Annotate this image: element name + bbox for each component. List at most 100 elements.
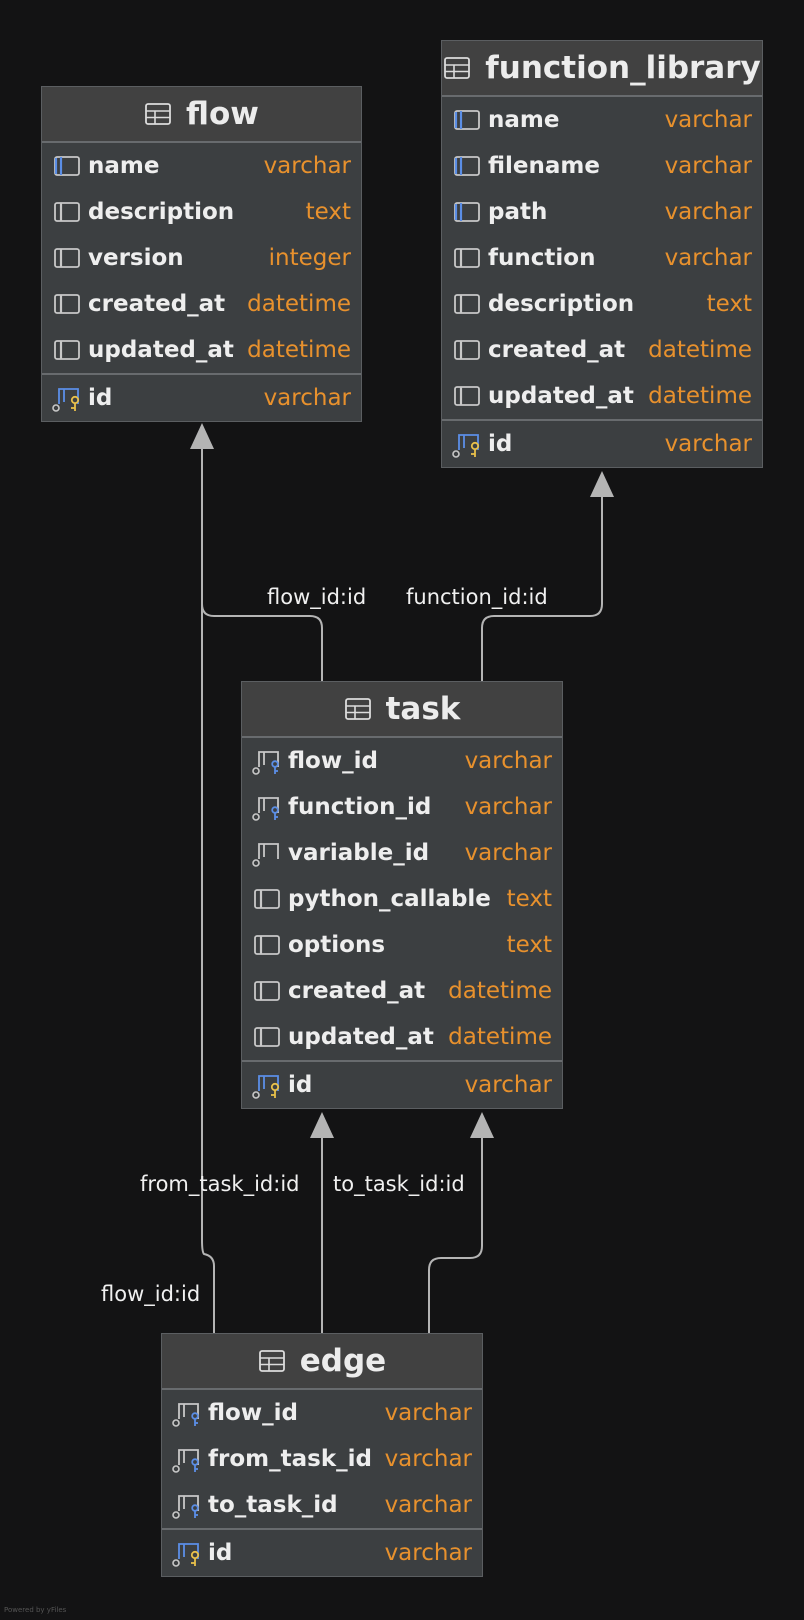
column-type: varchar xyxy=(664,245,752,271)
column-icon-highlight xyxy=(452,106,482,134)
column-icon xyxy=(252,885,282,913)
column-name: id xyxy=(88,385,113,411)
column-type: varchar xyxy=(263,153,351,179)
column-name: options xyxy=(288,932,386,958)
edge-label-edge-to-task: to_task_id:id xyxy=(333,1172,465,1196)
column-name: created_at xyxy=(288,978,426,1004)
column-row[interactable]: options text xyxy=(242,922,562,968)
primary-key-row[interactable]: id varchar xyxy=(442,419,762,467)
relationship-line-task-function[interactable] xyxy=(481,491,603,681)
foreign-key-icon xyxy=(172,1445,202,1473)
column-icon xyxy=(52,244,82,272)
column-type: varchar xyxy=(384,1400,472,1426)
column-icon xyxy=(52,336,82,364)
primary-key-icon xyxy=(252,1071,282,1099)
primary-key-row[interactable]: id varchar xyxy=(42,373,361,421)
table-title: task xyxy=(385,691,461,727)
column-type: varchar xyxy=(664,431,752,457)
column-type: varchar xyxy=(464,1072,552,1098)
column-type: text xyxy=(305,199,351,225)
column-name: filename xyxy=(488,153,600,179)
column-row[interactable]: name varchar xyxy=(42,143,361,189)
column-name: name xyxy=(88,153,160,179)
column-name: function xyxy=(488,245,596,271)
relationship-line-edge-flow[interactable] xyxy=(201,438,215,1333)
column-type: varchar xyxy=(464,794,552,820)
column-type: text xyxy=(506,932,552,958)
table-icon xyxy=(344,696,386,722)
column-icon xyxy=(52,198,82,226)
table-header-function_library[interactable]: function_library xyxy=(442,41,762,97)
column-type: varchar xyxy=(664,153,752,179)
column-name: python_callable xyxy=(288,886,491,912)
column-name: function_id xyxy=(288,794,432,820)
table-icon xyxy=(443,55,485,81)
column-type: varchar xyxy=(464,840,552,866)
primary-key-row[interactable]: id varchar xyxy=(242,1060,562,1108)
primary-key-icon xyxy=(452,430,482,458)
relationship-line-edge-to-task[interactable] xyxy=(428,1133,483,1333)
column-type: varchar xyxy=(384,1492,472,1518)
arrowhead-edge-to-task xyxy=(470,1112,494,1138)
column-type: datetime xyxy=(448,978,552,1004)
column-row[interactable]: flow_id varchar xyxy=(242,738,562,784)
column-name: from_task_id xyxy=(208,1446,372,1472)
column-name: id xyxy=(288,1072,313,1098)
column-name: updated_at xyxy=(288,1024,434,1050)
column-type: varchar xyxy=(464,748,552,774)
column-name: updated_at xyxy=(88,337,234,363)
table-header-flow[interactable]: flow xyxy=(42,87,361,143)
table-title: function_library xyxy=(485,50,761,86)
foreign-key-icon xyxy=(252,793,282,821)
column-name: id xyxy=(488,431,513,457)
column-type: varchar xyxy=(263,385,351,411)
column-icon xyxy=(452,382,482,410)
column-type: text xyxy=(706,291,752,317)
column-icon xyxy=(452,290,482,318)
column-row[interactable]: function varchar xyxy=(442,235,762,281)
column-row[interactable]: function_id varchar xyxy=(242,784,562,830)
column-type: datetime xyxy=(648,337,752,363)
column-type: datetime xyxy=(247,337,351,363)
column-name: flow_id xyxy=(208,1400,298,1426)
column-name: flow_id xyxy=(288,748,378,774)
table-header-edge[interactable]: edge xyxy=(162,1334,482,1390)
column-type: varchar xyxy=(664,107,752,133)
column-icon-highlight xyxy=(452,152,482,180)
column-row[interactable]: updated_at datetime xyxy=(42,327,361,373)
column-name: description xyxy=(88,199,235,225)
column-icon xyxy=(52,290,82,318)
column-row[interactable]: flow_id varchar xyxy=(162,1390,482,1436)
table-header-task[interactable]: task xyxy=(242,682,562,738)
footer-credit: Powered by yFiles xyxy=(4,1606,67,1614)
column-row[interactable]: description text xyxy=(42,189,361,235)
column-name: version xyxy=(88,245,184,271)
column-name: path xyxy=(488,199,548,225)
column-name: updated_at xyxy=(488,383,634,409)
column-row[interactable]: created_at datetime xyxy=(242,968,562,1014)
column-row[interactable]: filename varchar xyxy=(442,143,762,189)
table-icon xyxy=(144,101,186,127)
relationship-line-task-flow[interactable] xyxy=(201,438,323,681)
column-icon-highlight xyxy=(52,152,82,180)
arrowhead-task-flow xyxy=(190,423,214,449)
column-icon xyxy=(252,977,282,1005)
